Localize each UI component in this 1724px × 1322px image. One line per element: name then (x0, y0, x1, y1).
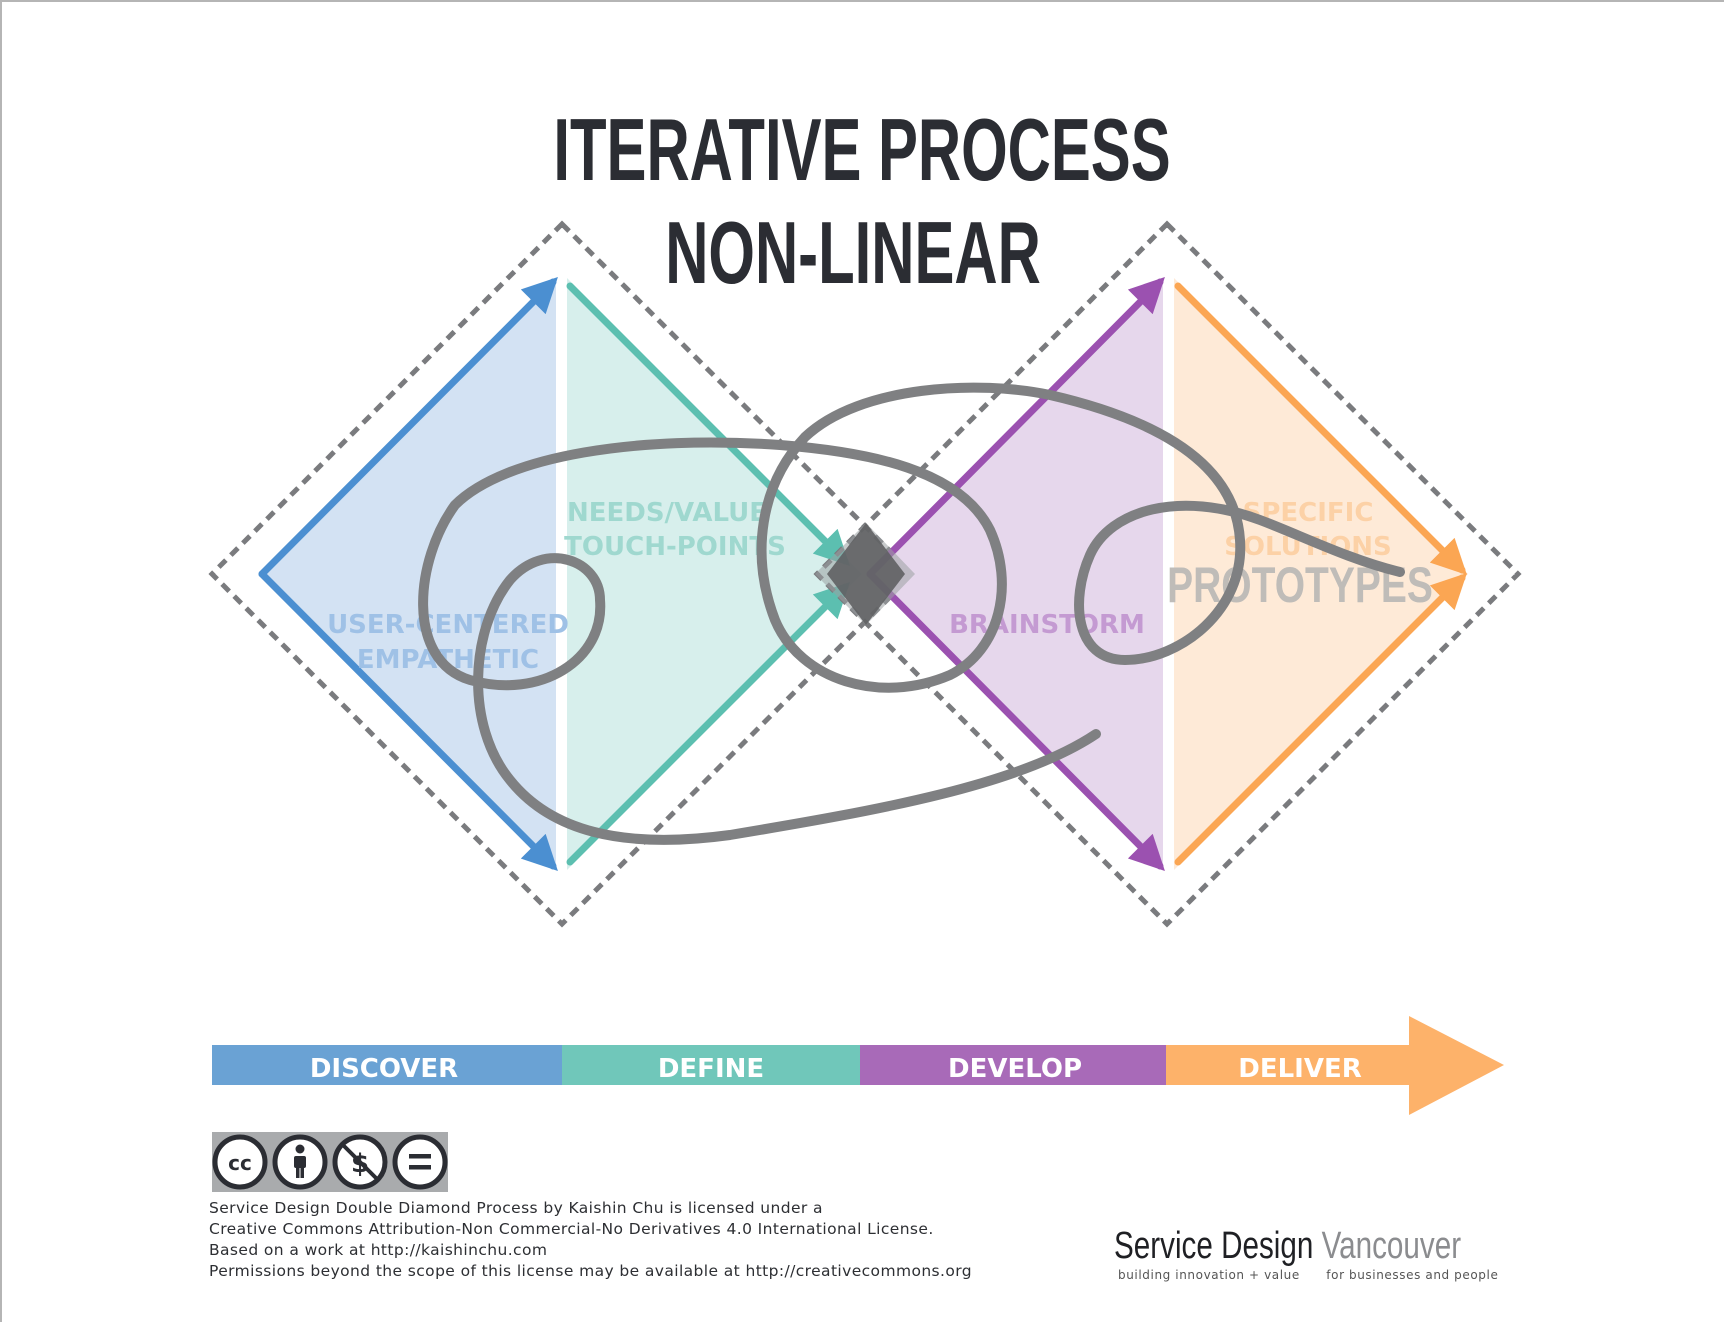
phase-define-label: DEFINE (658, 1054, 764, 1084)
phase-develop-label: DEVELOP (948, 1054, 1082, 1084)
define-line-top (566, 282, 850, 566)
cc-icon: cc (212, 1134, 268, 1190)
develop-arrow-up (866, 277, 1165, 578)
phase-deliver-segment (1166, 1045, 1411, 1085)
phase-develop-segment (860, 1045, 1166, 1085)
define-fill (567, 278, 862, 870)
noderivatives-icon (392, 1134, 448, 1190)
diamond1-dashed-outline (208, 220, 917, 928)
phase-define-segment (562, 1045, 860, 1085)
brand-tagline: building innovation + value for business… (1118, 1268, 1520, 1282)
deliver-arrow-bottom (1174, 573, 1467, 866)
brand-name-service-design: Service Design (1114, 1225, 1314, 1267)
center-diamond (827, 523, 905, 625)
develop-label: BRAINSTORM (949, 610, 1145, 640)
develop-fill (868, 278, 1163, 870)
diamond-develop-deliver: BRAINSTORM SPECIFIC SOLUTIONS PROTOTYPES (813, 220, 1522, 928)
license-text: Service Design Double Diamond Process by… (209, 1198, 1109, 1282)
frame-top-border (0, 0, 1724, 2)
brand-name-vancouver: Vancouver (1321, 1225, 1462, 1267)
phase-deliver-arrowhead (1409, 1016, 1504, 1115)
deliver-label-3: PROTOTYPES (1167, 556, 1433, 613)
phase-bar: DISCOVER DEFINE DEVELOP DELIVER (212, 1016, 1504, 1115)
svg-text:cc: cc (228, 1151, 252, 1175)
brand-tagline-2: for businesses and people (1326, 1268, 1499, 1282)
phase-discover-label: DISCOVER (310, 1054, 458, 1084)
discover-arrow-down (258, 570, 558, 871)
phase-discover-segment (212, 1045, 562, 1085)
center-junction (815, 523, 915, 625)
discover-label-1: USER-CENTERED (327, 610, 569, 640)
cc-license-badge: cc $ (212, 1132, 448, 1192)
title-line-2: NON-LINEAR (665, 203, 1041, 301)
brand-logo: Service Design Vancouver building innova… (1114, 1224, 1594, 1284)
define-line-bottom (566, 582, 850, 866)
title-line-1: ITERATIVE PROCESS (553, 100, 1170, 198)
define-label-1: NEEDS/VALUE (567, 498, 767, 528)
noncommercial-icon: $ (332, 1134, 388, 1190)
frame-left-border (0, 0, 2, 1322)
discover-arrow-up (258, 277, 558, 578)
brand-tagline-1: building innovation + value (1118, 1268, 1300, 1282)
diamond2-dashed-outline (813, 220, 1522, 928)
attribution-icon (272, 1134, 328, 1190)
deliver-arrow-top (1174, 282, 1467, 575)
define-label-2: TOUCH-POINTS (564, 532, 786, 562)
nonlinear-spiral-path (418, 382, 1405, 845)
deliver-fill (1174, 278, 1468, 870)
brand-name: Service Design Vancouver (1114, 1224, 1461, 1268)
develop-arrow-down (866, 570, 1165, 871)
license-line-1: Service Design Double Diamond Process by… (209, 1199, 823, 1217)
license-line-2: Creative Commons Attribution-Non Commerc… (209, 1220, 934, 1238)
license-line-3: Based on a work at http://kaishinchu.com (209, 1241, 548, 1259)
license-line-4: Permissions beyond the scope of this lic… (209, 1262, 972, 1280)
phase-deliver-label: DELIVER (1238, 1054, 1362, 1084)
